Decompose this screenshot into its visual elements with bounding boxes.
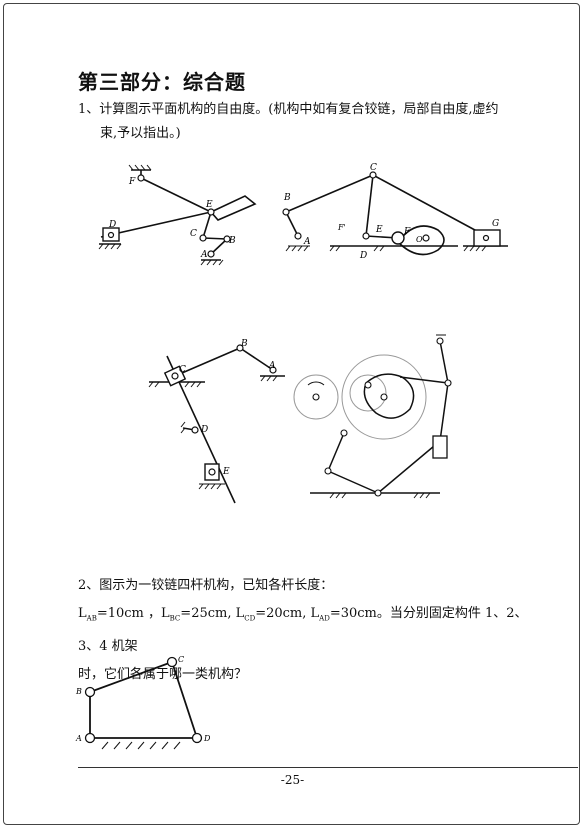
label-A: A — [303, 237, 311, 247]
label-F: F — [403, 227, 411, 237]
label-B: B — [75, 687, 82, 696]
question-2: 2、图示为一铰链四杆机构，已知各杆长度： LAB=10cm ，LBC=25cm,… — [78, 572, 548, 689]
figure-four-bar-linkage: A B C D — [72, 652, 222, 752]
figure-mechanism-2: C B A F' E D F O G — [278, 158, 513, 268]
label-O: O — [416, 235, 423, 244]
footer-rule — [78, 767, 578, 768]
figure-mechanism-3: C B A D E — [145, 338, 290, 508]
question-1-line-1: 1、计算图示平面机构的自由度。(机构中如有复合铰链，局部自由度,虚约 — [78, 102, 499, 117]
page-number: -25- — [280, 773, 305, 787]
label-D: D — [359, 251, 367, 261]
label-D: D — [203, 734, 211, 743]
label-B: B — [240, 339, 248, 349]
label-D: D — [200, 425, 208, 435]
label-C: C — [178, 655, 184, 664]
label-F-prime: F' — [337, 223, 346, 232]
question-2-line-3: 时，它们各属于哪一类机构？ — [78, 666, 248, 682]
figure-mechanism-1: F E D C B A — [95, 160, 270, 270]
label-G: G — [492, 219, 499, 229]
figure-mechanism-4 — [290, 333, 470, 508]
question-1-line-2: 束,予以指出。) — [100, 126, 181, 141]
label-E: E — [375, 225, 383, 235]
label-D: D — [108, 220, 116, 230]
label-E: E — [222, 467, 230, 477]
label-C: C — [179, 365, 186, 375]
label-B: B — [228, 236, 236, 246]
label-C: C — [190, 229, 197, 239]
question-1: 1、计算图示平面机构的自由度。(机构中如有复合铰链，局部自由度,虚约 束,予以指… — [78, 98, 538, 146]
section-title: 第三部分：综合题 — [78, 70, 246, 94]
label-B: B — [283, 193, 291, 203]
label-F: F — [128, 177, 136, 187]
label-C: C — [370, 163, 377, 173]
question-2-line-2: LAB=10cm ，LBC=25cm, LCD=20cm, LAD=30cm。当… — [78, 606, 528, 654]
label-A: A — [268, 361, 276, 371]
label-A: A — [200, 250, 208, 260]
label-A: A — [75, 734, 82, 743]
question-2-line-1: 2、图示为一铰链四杆机构，已知各杆长度： — [78, 578, 334, 593]
label-E: E — [205, 200, 213, 210]
page-border — [3, 3, 580, 825]
